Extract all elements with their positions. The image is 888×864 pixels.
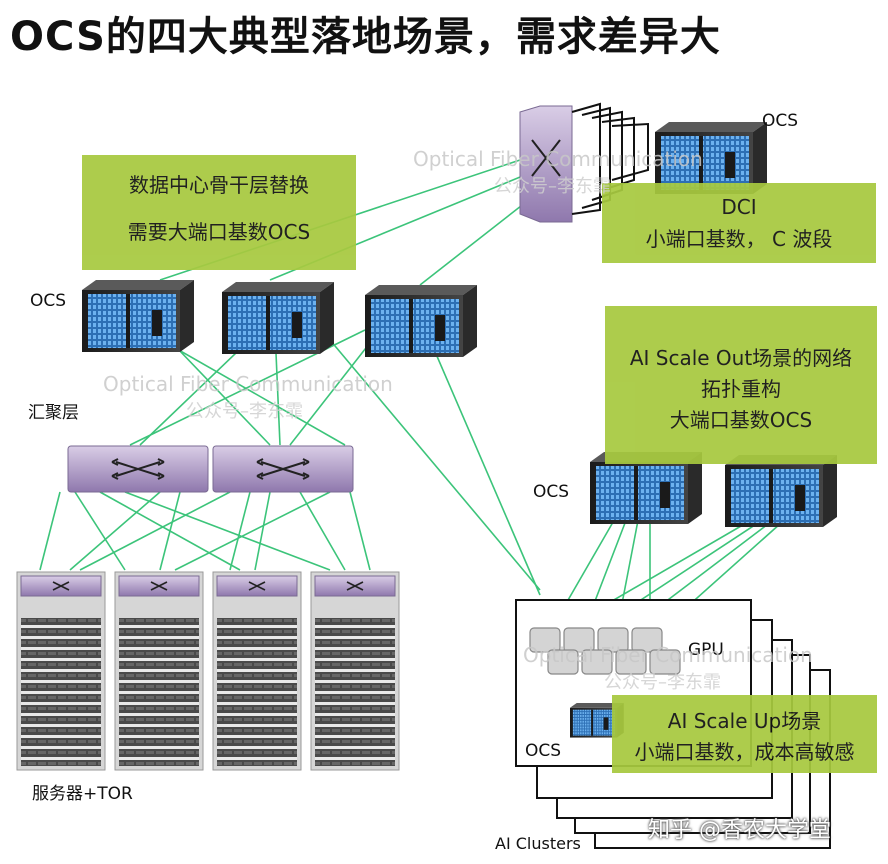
scaleup-callout: AI Scale Up场景 小端口基数，成本高敏感	[612, 695, 877, 773]
ocs-backbone-2	[222, 282, 334, 354]
ocs-backbone-3	[365, 285, 477, 357]
scaleout-line1: AI Scale Out场景的网络	[629, 346, 853, 370]
watermark-1-cn: 公众号–李东霏	[494, 176, 611, 197]
backbone-callout: 数据中心骨干层替换 需要大端口基数OCS	[82, 155, 356, 270]
watermark-2: Optical Fiber Communication	[103, 372, 393, 396]
dci-optical-switch	[519, 102, 649, 223]
watermark-3-cn: 公众号–李东霏	[604, 672, 721, 693]
backbone-line2: 需要大端口基数OCS	[127, 220, 311, 244]
scaleout-callout: AI Scale Out场景的网络 拓扑重构 大端口基数OCS	[605, 306, 877, 464]
ocs-top-label: OCS	[762, 111, 799, 131]
page-title: OCS的四大典型落地场景，需求差异大	[10, 14, 721, 60]
ocs-left-label: OCS	[30, 291, 67, 311]
watermark-2-cn: 公众号–李东霏	[186, 401, 303, 422]
server-rack-4	[310, 571, 400, 771]
scaleup-line1: AI Scale Up场景	[667, 709, 822, 733]
dci-line1: DCI	[721, 195, 757, 219]
zhihu-watermark: 知乎 @香农大学堂	[648, 818, 831, 843]
gpu-label: GPU	[688, 640, 724, 660]
server-rack-2	[114, 571, 204, 771]
scaleout-line3: 大端口基数OCS	[669, 408, 813, 432]
ocs-scaleout-2	[725, 455, 837, 527]
backbone-line1: 数据中心骨干层替换	[129, 173, 309, 197]
server-rack-1	[16, 571, 106, 771]
aggregation-switch-2	[212, 445, 354, 493]
aggregation-switch-1	[67, 445, 209, 493]
scaleout-line2: 拓扑重构	[701, 377, 781, 401]
servers-label: 服务器+TOR	[32, 784, 133, 804]
scaleup-line2: 小端口基数，成本高敏感	[634, 740, 855, 764]
dci-callout: DCI 小端口基数， C 波段	[602, 183, 876, 263]
ocs-mid-label: OCS	[533, 482, 570, 502]
dci-line2: 小端口基数， C 波段	[645, 227, 833, 251]
gpu-array	[529, 627, 681, 675]
ocs-backbone-1	[82, 280, 194, 352]
ocs-cluster-label: OCS	[525, 741, 562, 761]
clusters-label: AI Clusters	[495, 834, 581, 853]
server-rack-3	[212, 571, 302, 771]
aggregation-label: 汇聚层	[28, 403, 79, 423]
watermark-1: Optical Fiber Communication	[413, 147, 703, 171]
watermark-3: Optical Fiber Communication	[523, 643, 813, 667]
